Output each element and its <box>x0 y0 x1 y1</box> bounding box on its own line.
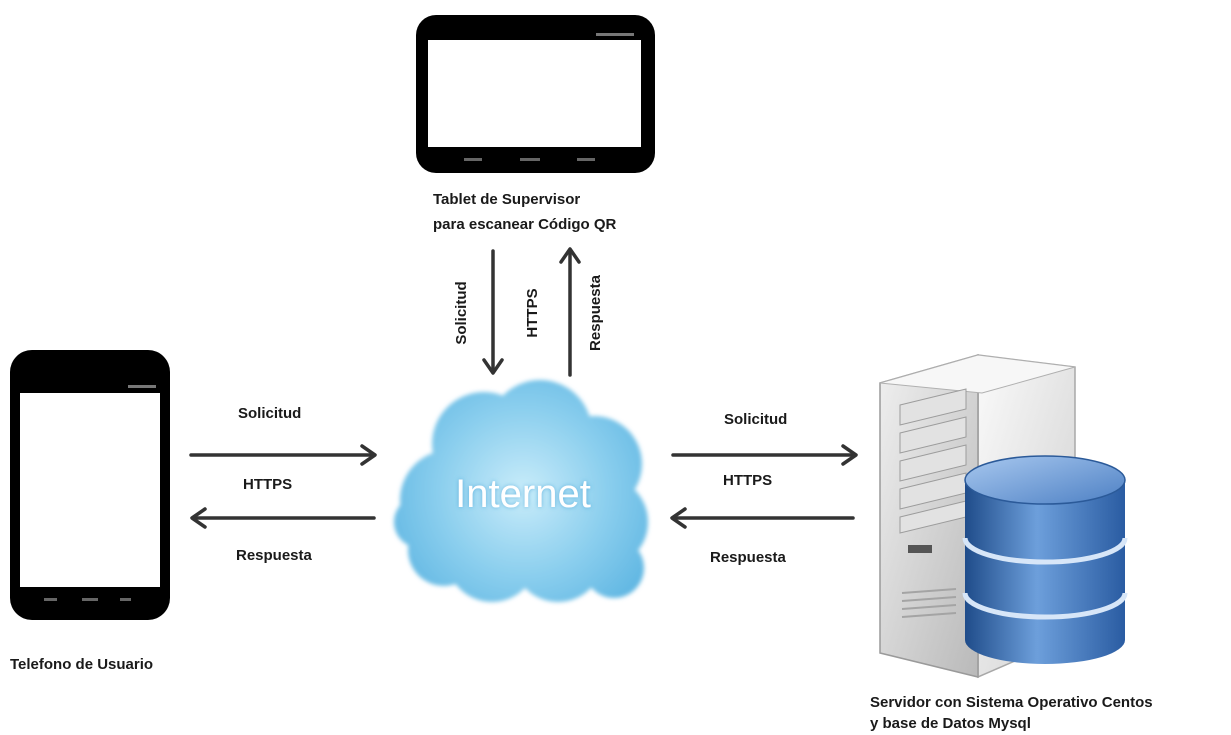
phone-protocol-label: HTTPS <box>243 476 293 493</box>
database-top <box>964 455 1126 505</box>
server-top <box>879 354 1076 394</box>
cloud-icon: Internet <box>394 380 648 602</box>
server-request-label: Solicitud <box>724 411 788 428</box>
database-separator-2 <box>962 592 1128 620</box>
server-label-line2: y base de Datos Mysql <box>870 715 1031 732</box>
phone-response-label: Respuesta <box>236 547 312 564</box>
tablet-label: Tablet de Supervisor para escanear Códig… <box>433 187 616 237</box>
server-protocol-label: HTTPS <box>723 472 773 489</box>
arrow-internet-to-phone <box>190 507 376 529</box>
server-power-button <box>908 545 932 553</box>
arrow-internet-to-server <box>671 444 858 466</box>
tablet-label-line2: para escanear Código QR <box>433 216 617 233</box>
database-icon <box>962 455 1128 664</box>
server-vent-grill <box>901 588 957 618</box>
server-label-line1: Servidor con Sistema Operativo Centos <box>870 694 1153 711</box>
arrow-server-to-internet <box>670 507 855 529</box>
phone-home-icon <box>82 598 98 601</box>
server-response-label: Respuesta <box>710 549 786 566</box>
smartphone-icon <box>10 350 170 620</box>
tablet-recent-icon <box>577 158 595 161</box>
server-database-icon <box>879 354 1128 679</box>
tablet-home-icon <box>520 158 540 161</box>
arrow-tablet-to-internet <box>482 249 504 375</box>
phone-recent-icon <box>120 598 131 601</box>
database-body <box>965 480 1125 664</box>
phone-status-bar <box>128 385 156 388</box>
cloud-label: Internet <box>455 472 591 516</box>
tablet-screen <box>428 40 641 147</box>
tablet-label-line1: Tablet de Supervisor <box>433 191 581 208</box>
tablet-response-label: Respuesta <box>587 275 604 351</box>
database-separator-1 <box>962 537 1128 565</box>
phone-screen <box>20 393 160 587</box>
server-label: Servidor con Sistema Operativo Centos y … <box>870 692 1153 734</box>
tablet-request-label: Solicitud <box>453 281 470 345</box>
tablet-icon <box>416 15 655 173</box>
cloud-shape <box>394 380 648 602</box>
arrow-phone-to-internet <box>189 444 377 466</box>
tablet-back-icon <box>464 158 482 161</box>
phone-back-icon <box>44 598 57 601</box>
tablet-protocol-label: HTTPS <box>524 288 541 338</box>
arrow-internet-to-tablet <box>559 247 581 377</box>
phone-label: Telefono de Usuario <box>10 656 154 673</box>
phone-request-label: Solicitud <box>238 405 302 422</box>
tablet-status-bar <box>596 33 634 36</box>
